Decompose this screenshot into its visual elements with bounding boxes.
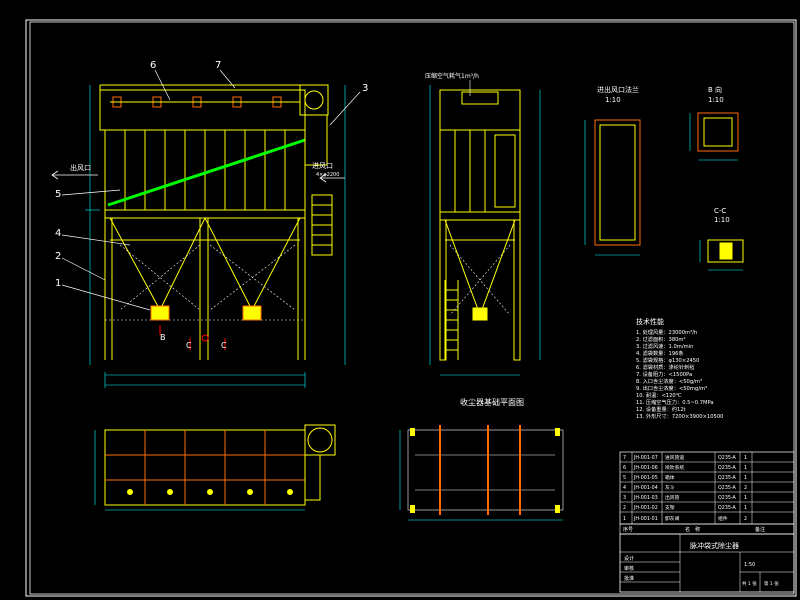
parts-cell: 卸灰阀 <box>665 515 680 522</box>
parts-header-right: 备注 <box>755 526 765 533</box>
inlet-label: 进风口 <box>312 162 333 170</box>
part-label-1: 1 <box>55 278 61 289</box>
c-view-title: C-C <box>714 207 726 215</box>
parts-cell: JH-001-03 <box>633 495 658 501</box>
outlet-label: 出风口 <box>70 163 91 172</box>
flange-view-title: 进出风口法兰 <box>597 85 639 94</box>
compressed-air-label: 压缩空气耗气1m³/h <box>425 72 479 80</box>
part-label-2: 2 <box>55 251 61 262</box>
scale-value: 1:50 <box>744 562 755 568</box>
flange-view-scale: 1:10 <box>605 96 621 104</box>
tech-line: 10. 耐温：<120℃ <box>636 391 682 399</box>
tech-line: 8. 入口含尘浓度：<50g/m³ <box>636 377 702 385</box>
design-label: 设计 <box>624 555 634 562</box>
tech-line: 11. 压缩空气压力：0.5~0.7MPa <box>636 398 714 406</box>
title-block: 脉冲袋式除尘器 设计 审核 批准 1:50 共 1 张 第 1 张 <box>619 533 795 593</box>
parts-cell: 喷吹系统 <box>665 464 684 471</box>
top-view <box>94 424 336 511</box>
parts-cell: JH-001-07 <box>633 455 658 461</box>
side-view-dims <box>429 85 541 376</box>
parts-cell: Q235-A <box>718 475 737 481</box>
parts-cell: 进风管道 <box>665 454 684 461</box>
front-view <box>51 84 346 388</box>
part-label-5: 5 <box>55 189 61 200</box>
leaders <box>61 69 361 311</box>
parts-cell: 6 <box>623 465 626 471</box>
parts-cell: 5 <box>623 475 626 481</box>
parts-table: 7 JH-001-07 进风管道 Q235-A 1 6 JH-001-06 喷吹… <box>619 451 795 535</box>
parts-cell: 3 <box>623 495 626 501</box>
parts-cell: 2 <box>744 485 747 491</box>
parts-cell: 支架 <box>665 504 675 511</box>
b-view-title: B 向 <box>708 85 722 94</box>
parts-cell: Q235-A <box>718 505 737 511</box>
part-label-6: 6 <box>150 60 156 71</box>
parts-cell: 1 <box>623 516 626 522</box>
parts-header-mid: 名 称 <box>685 526 700 533</box>
parts-cell: Q235-A <box>718 455 737 461</box>
parts-cell: 灰斗 <box>665 484 675 491</box>
side-view <box>439 89 521 361</box>
parts-cell: JH-001-02 <box>633 505 658 511</box>
parts-cell: 箱体 <box>665 474 675 481</box>
parts-cell: Q235-A <box>718 495 737 501</box>
part-labels: 6 7 3 5 4 2 1 B C C 出风口 进风口 4×φ2200 <box>55 60 368 350</box>
tech-line: 13. 外形尺寸：7200×3900×10500 <box>636 412 723 420</box>
tech-notes: 技术性能 1. 处理风量：23000m³/h 2. 过滤面积：380m² 3. … <box>636 317 723 420</box>
parts-cell: 1 <box>744 495 747 501</box>
outer-frame <box>25 19 797 597</box>
tech-line: 1. 处理风量：23000m³/h <box>636 328 697 336</box>
tech-line: 2. 过滤面积：380m² <box>636 335 686 343</box>
tech-line: 4. 滤袋数量：196条 <box>636 349 684 357</box>
parts-cell: 1 <box>744 465 747 471</box>
side-view-dotted <box>449 244 511 316</box>
part-label-7: 7 <box>215 60 221 71</box>
parts-cell: 1 <box>744 505 747 511</box>
tech-line: 12. 设备重量：约12t <box>636 405 686 413</box>
parts-cell: JH-001-05 <box>633 475 658 481</box>
tech-line: 9. 出口含尘浓度：<50mg/m³ <box>636 384 707 392</box>
parts-cell: 1 <box>744 455 747 461</box>
tech-line: 6. 滤袋材质：涤纶针刺毡 <box>636 363 694 371</box>
parts-cell: 出风管 <box>665 494 680 501</box>
flange-view <box>584 119 641 256</box>
c-view-scale: 1:10 <box>714 216 730 224</box>
parts-cell: JH-001-01 <box>633 516 658 522</box>
page-label: 第 1 张 <box>764 580 779 587</box>
inner-frame <box>29 21 795 595</box>
parts-header-left: 序号 <box>623 526 633 533</box>
tech-line: 7. 设备阻力：<1500Pa <box>636 370 692 378</box>
b-marker: B <box>160 333 166 342</box>
inlet-size-label: 4×φ2200 <box>316 172 339 178</box>
parts-cell: 7 <box>623 455 626 461</box>
parts-cell: 1 <box>744 475 747 481</box>
foundation-plan <box>399 425 564 521</box>
b-view-scale: 1:10 <box>708 96 724 104</box>
c-marker-left: C <box>186 341 192 350</box>
c-view <box>699 239 744 271</box>
b-view <box>689 112 739 161</box>
part-label-3: 3 <box>362 83 368 94</box>
part-label-4: 4 <box>55 228 61 239</box>
parts-cell: Q235-A <box>718 485 737 491</box>
parts-cell: 2 <box>623 505 626 511</box>
check-label: 审核 <box>624 565 634 572</box>
tech-line: 3. 过滤风速：1.0m/min <box>636 342 693 350</box>
c-marker-right: C <box>221 341 227 350</box>
tech-heading: 技术性能 <box>636 317 664 326</box>
parts-cell: 4 <box>623 485 626 491</box>
plan-title: 收尘器基础平面图 <box>460 397 524 407</box>
parts-cell: 2 <box>744 516 747 522</box>
sheet-label: 共 1 张 <box>742 580 757 587</box>
drawing-name: 脉冲袋式除尘器 <box>690 541 739 550</box>
parts-cell: JH-001-04 <box>633 485 658 491</box>
parts-cell: 组件 <box>718 515 728 522</box>
parts-cell: Q235-A <box>718 465 737 471</box>
tech-line: 5. 滤袋规格：φ130×2450 <box>636 356 699 364</box>
approve-label: 批准 <box>624 575 634 582</box>
parts-cell: JH-001-06 <box>633 465 658 471</box>
